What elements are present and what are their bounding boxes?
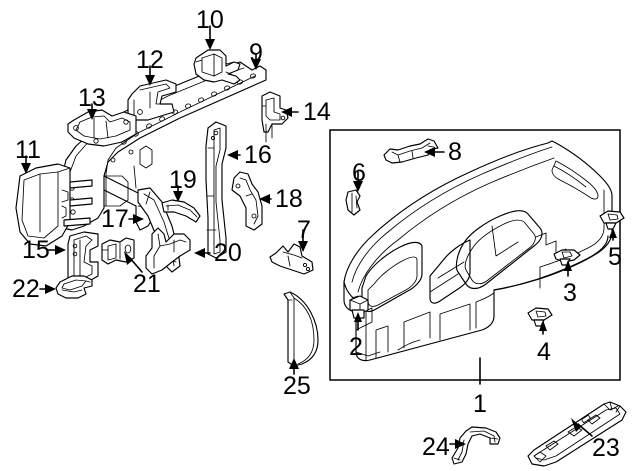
- callout-label-20: 20: [214, 239, 242, 267]
- callout-label-19: 19: [169, 166, 197, 194]
- callout-label-14: 14: [303, 98, 331, 126]
- part-bracket-end-right: [261, 91, 289, 143]
- part-bracket-flat-tab: [55, 275, 93, 299]
- callout-label-11: 11: [15, 136, 41, 164]
- callout-label-23: 23: [592, 434, 620, 462]
- leader-lines: [21, 25, 617, 449]
- callout-label-1: 1: [473, 390, 487, 418]
- part-vertical-pillar-brace: [205, 121, 227, 259]
- part-bracket-double-prong: [193, 49, 241, 85]
- callout-label-3: 3: [563, 279, 577, 307]
- callout-label-21: 21: [133, 270, 161, 298]
- part-bracket-channel-lower: [67, 231, 99, 285]
- part-strap-hook: [451, 426, 501, 465]
- part-bracket-mount-plate: [67, 109, 137, 147]
- callout-label-15: 15: [22, 236, 50, 264]
- part-bracket-side-left: [15, 163, 93, 247]
- callout-label-9: 9: [249, 39, 263, 67]
- callout-label-24: 24: [422, 433, 450, 461]
- callout-label-16: 16: [244, 141, 272, 169]
- callout-label-6: 6: [352, 159, 366, 187]
- callout-label-22: 22: [12, 275, 40, 303]
- callout-label-5: 5: [608, 243, 622, 271]
- callout-label-25: 25: [283, 372, 311, 400]
- part-clip-retainer-lower: [527, 307, 553, 327]
- part-reinforcement-strip-upper: [383, 138, 439, 164]
- part-bracket-angled-right: [231, 171, 263, 231]
- callout-label-13: 13: [78, 84, 106, 112]
- callout-label-4: 4: [537, 338, 551, 366]
- callout-label-7: 7: [297, 216, 311, 244]
- part-end-cap-half-round: [283, 291, 319, 367]
- callout-label-17: 17: [101, 205, 129, 233]
- part-bracket-wedge-left: [345, 189, 361, 216]
- callout-label-18: 18: [275, 185, 303, 213]
- callout-label-10: 10: [196, 6, 224, 34]
- part-clip-retainer-left: [349, 295, 369, 319]
- callout-label-12: 12: [136, 46, 164, 74]
- part-clip-retainer-right: [599, 210, 625, 230]
- part-reinforcement-rail-lower: [527, 401, 627, 467]
- part-bracket-flange-right: [269, 243, 314, 275]
- instrument-panel-assembly-frame: [329, 129, 621, 381]
- part-bracket-stepped-top: [127, 79, 177, 121]
- callout-label-8: 8: [448, 138, 462, 166]
- part-clip-retainer-center: [553, 249, 581, 266]
- part-bracket-hook-center: [145, 227, 191, 275]
- callout-label-2: 2: [349, 333, 363, 361]
